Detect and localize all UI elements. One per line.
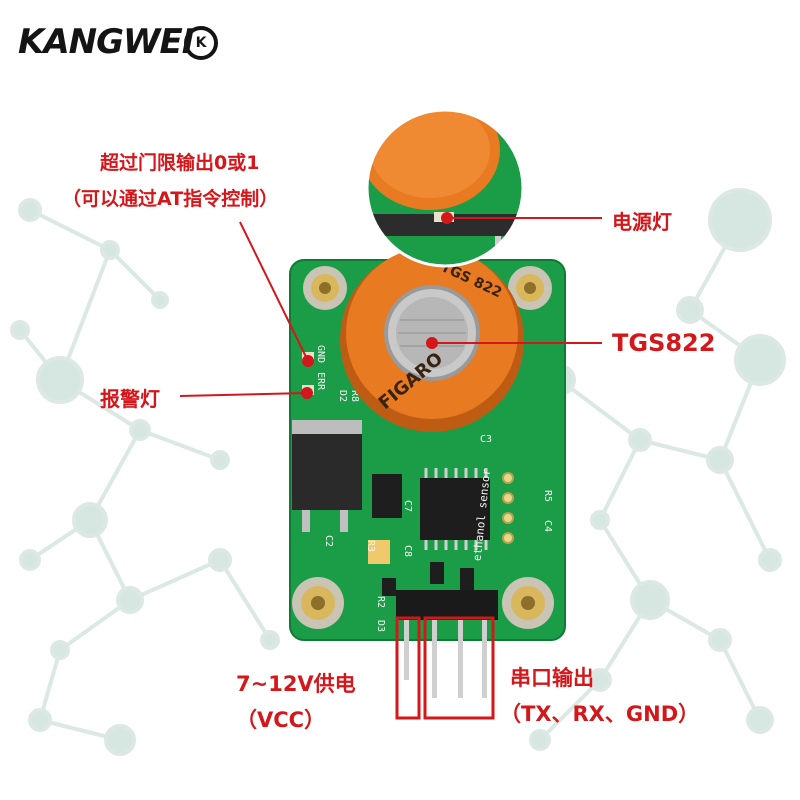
silk-r3: R3 xyxy=(365,540,376,552)
capacitor xyxy=(368,540,390,564)
mounting-screw xyxy=(292,577,344,629)
silk-gnd: GND xyxy=(315,345,326,363)
voltage-regulator xyxy=(292,420,362,532)
brand-badge-icon: K xyxy=(184,26,218,60)
mounting-screw xyxy=(508,266,552,310)
resistor xyxy=(460,568,474,590)
capacitor xyxy=(372,474,402,518)
serial-callout-line1: 串口输出 xyxy=(510,666,594,690)
pin-header xyxy=(396,590,498,698)
silk-d2: D2 xyxy=(337,390,348,402)
callout-markers xyxy=(179,212,602,399)
alarm-led-callout: 报警灯 xyxy=(100,387,160,411)
mcu-chip xyxy=(420,468,490,550)
mounting-screw xyxy=(502,577,554,629)
threshold-callout-line2: （可以通过AT指令控制） xyxy=(62,188,279,210)
power-led-callout: 电源灯 xyxy=(612,210,672,234)
silk-c2: C2 xyxy=(323,535,334,547)
brand-logo: KANGWEI xyxy=(18,22,194,62)
silk-r2: R2 xyxy=(375,596,386,608)
silk-r8: R8 xyxy=(349,390,360,402)
serial-pins-highlight xyxy=(423,616,495,720)
silk-c3: C3 xyxy=(480,434,492,445)
resistor xyxy=(382,578,396,596)
sensor-callout: TGS822 xyxy=(612,329,716,357)
power-led-zoom-inset xyxy=(365,108,525,268)
silk-err: ERR xyxy=(315,372,326,391)
silk-c7: C7 xyxy=(402,500,413,512)
threshold-callout-line1: 超过门限输出0或1 xyxy=(100,152,260,174)
resistor xyxy=(430,562,444,584)
brand-name: KANGWEI xyxy=(18,22,194,62)
silk-r5: R5 xyxy=(542,490,553,502)
background-network xyxy=(10,188,786,756)
power-supply-callout-line1: 7~12V供电 xyxy=(236,672,356,696)
silk-d3: D3 xyxy=(375,620,386,632)
serial-callout-line2: （TX、RX、GND） xyxy=(500,702,700,726)
vcc-pin-highlight xyxy=(395,616,421,720)
silk-c8: C8 xyxy=(402,545,413,557)
brand-badge-letter: K xyxy=(195,35,207,51)
power-supply-callout-line2: （VCC） xyxy=(236,708,326,732)
mounting-screw xyxy=(303,266,347,310)
silk-c4: C4 xyxy=(542,520,553,532)
